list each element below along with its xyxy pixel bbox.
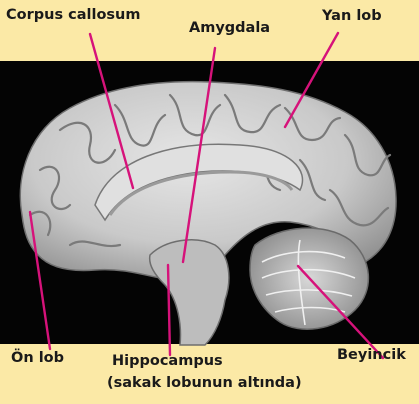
- label-yan-lob: Yan lob: [322, 8, 382, 25]
- brainstem: [150, 240, 229, 345]
- label-corpus-callosum: Corpus callosum: [6, 7, 140, 24]
- label-hippocampus-note: (sakak lobunun altında): [107, 375, 302, 392]
- label-hippocampus: Hippocampus: [112, 353, 223, 370]
- label-amygdala: Amygdala: [189, 20, 270, 37]
- label-on-lob: Ön lob: [11, 350, 64, 367]
- label-beyincik: Beyincik: [337, 347, 406, 364]
